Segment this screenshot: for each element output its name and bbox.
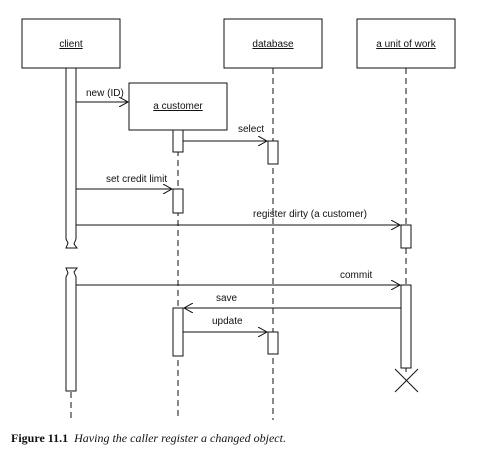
database-activation-2 (267, 331, 279, 355)
unit-of-work-label: a unit of work (376, 39, 436, 50)
client-activation-upper (65, 67, 78, 249)
destroy-x-icon (394, 368, 419, 393)
client-box: client (21, 18, 121, 69)
client-label: client (59, 39, 83, 50)
caption-text: Having the caller register a changed obj… (74, 431, 286, 445)
msg-register-dirty-label: register dirty (a customer) (253, 209, 367, 220)
customer-activation-2 (172, 188, 184, 214)
customer-box: a customer (128, 82, 228, 131)
database-label: database (252, 39, 294, 50)
msg-update-label: update (212, 316, 243, 327)
uow-activation-1 (400, 224, 412, 249)
msg-new-label: new (ID) (86, 88, 124, 99)
uow-activation-2 (400, 284, 412, 369)
customer-activation-1 (172, 129, 184, 153)
client-activation-lower (65, 267, 78, 392)
msg-select-label: select (238, 124, 264, 135)
customer-label: a customer (153, 101, 203, 112)
msg-save-label: save (216, 293, 238, 304)
caption-number: Figure 11.1 (11, 431, 69, 445)
figure-caption: Figure 11.1 Having the caller register a… (11, 431, 491, 446)
database-activation-1 (267, 140, 279, 165)
msg-commit-label: commit (340, 270, 372, 281)
unit-of-work-box: a unit of work (356, 18, 456, 69)
database-box: database (223, 18, 323, 69)
msg-set-credit-label: set credit limit (106, 174, 167, 185)
customer-activation-3 (172, 307, 184, 357)
